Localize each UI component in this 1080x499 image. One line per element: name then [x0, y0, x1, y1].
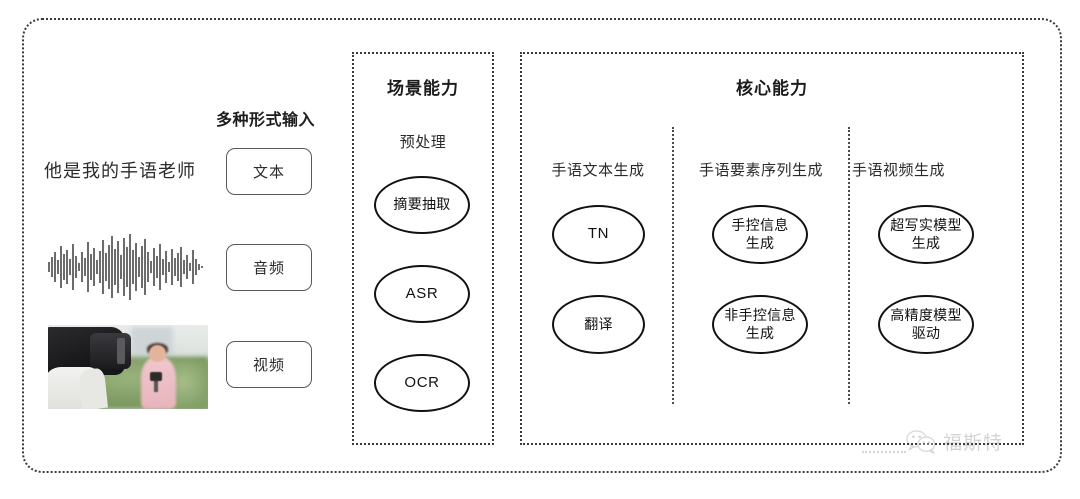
core-capability-panel: 核心能力 — [520, 52, 1024, 445]
node-tn[interactable]: TN — [552, 205, 645, 264]
core-column-divider-1 — [672, 127, 674, 404]
scene-subtitle-preprocess: 预处理 — [399, 134, 447, 151]
node-asr-label: ASR — [405, 284, 439, 302]
node-high-precision-model-driving-line1: 高精度模型 — [890, 307, 962, 324]
input-button-video[interactable]: 视频 — [226, 341, 312, 388]
node-ocr[interactable]: OCR — [374, 354, 470, 412]
input-button-audio-label: 音频 — [252, 260, 285, 277]
node-manual-info-generation[interactable]: 手控信息 生成 — [712, 205, 808, 264]
wechat-icon — [906, 429, 936, 454]
input-button-audio[interactable]: 音频 — [226, 244, 312, 291]
input-button-text-label: 文本 — [252, 164, 285, 181]
node-asr[interactable]: ASR — [374, 265, 470, 323]
waveform-icon — [48, 234, 203, 300]
node-hyper-realistic-model-generation-line2: 生成 — [911, 234, 941, 251]
scene-capability-panel: 场景能力 — [352, 52, 494, 445]
node-hyper-realistic-model-generation-line1: 超写实模型 — [890, 217, 962, 234]
input-button-text[interactable]: 文本 — [226, 148, 312, 195]
node-tn-label: TN — [587, 225, 610, 243]
video-thumbnail-icon — [48, 325, 208, 409]
node-non-manual-info-generation-line1: 非手控信息 — [724, 307, 796, 324]
node-summary-extraction[interactable]: 摘要抽取 — [374, 176, 470, 234]
node-ocr-label: OCR — [404, 373, 440, 391]
node-manual-info-generation-line1: 手控信息 — [731, 217, 789, 234]
watermark-text: 福斯特 — [943, 433, 1004, 454]
core-capability-title: 核心能力 — [736, 79, 808, 98]
outer-dotted-frame — [22, 18, 1062, 473]
node-high-precision-model-driving-line2: 驱动 — [911, 324, 941, 341]
core-column-heading-element-sequence: 手语要素序列生成 — [698, 162, 823, 179]
node-non-manual-info-generation[interactable]: 非手控信息 生成 — [712, 295, 808, 354]
watermark-dash-line — [862, 451, 906, 453]
watermark: 福斯特 — [906, 428, 1003, 455]
node-hyper-realistic-model-generation[interactable]: 超写实模型 生成 — [878, 205, 974, 264]
core-column-heading-sign-text: 手语文本生成 — [551, 162, 645, 179]
node-non-manual-info-generation-line2: 生成 — [745, 324, 775, 341]
node-translation-label: 翻译 — [584, 315, 613, 332]
input-button-video-label: 视频 — [252, 357, 285, 374]
node-high-precision-model-driving[interactable]: 高精度模型 驱动 — [878, 295, 974, 354]
core-column-divider-2 — [848, 127, 850, 404]
node-manual-info-generation-line2: 生成 — [745, 234, 775, 251]
core-column-heading-sign-video: 手语视频生成 — [852, 162, 946, 179]
input-section-heading: 多种形式输入 — [216, 112, 316, 129]
node-translation[interactable]: 翻译 — [552, 295, 645, 354]
sample-sentence-text: 他是我的手语老师 — [44, 161, 196, 181]
scene-capability-title: 场景能力 — [387, 79, 459, 98]
node-summary-extraction-label: 摘要抽取 — [393, 196, 451, 213]
